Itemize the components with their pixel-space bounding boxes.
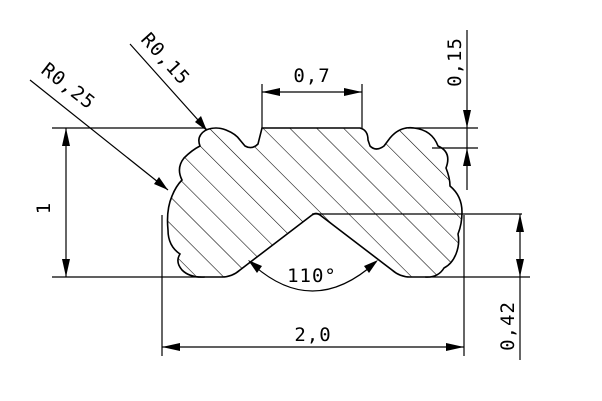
dimension-radius-small: R0,15: [129, 29, 208, 131]
radius-large-label: R0,25: [37, 59, 100, 115]
dimension-height-label: 1: [33, 202, 55, 214]
dimension-gap-width: 0,7: [261, 65, 363, 128]
dimension-height-left: 1: [33, 127, 205, 278]
overall-width-label: 2,0: [294, 324, 331, 346]
radius-small-label: R0,15: [136, 29, 194, 90]
dimension-angle: 110°: [248, 260, 378, 292]
dimension-overall-width: 2,0: [161, 215, 465, 356]
dimension-groove-depth: 0,15: [408, 30, 478, 190]
dimension-groove-label: 0,15: [444, 37, 466, 87]
dimension-lower-height: 0,42: [425, 214, 530, 360]
profile-outline: [166, 126, 463, 278]
angle-label: 110°: [287, 265, 337, 287]
dimension-radius-large: R0,25: [29, 59, 169, 191]
lower-height-label: 0,42: [497, 301, 519, 351]
dimension-gap-label: 0,7: [293, 65, 330, 87]
